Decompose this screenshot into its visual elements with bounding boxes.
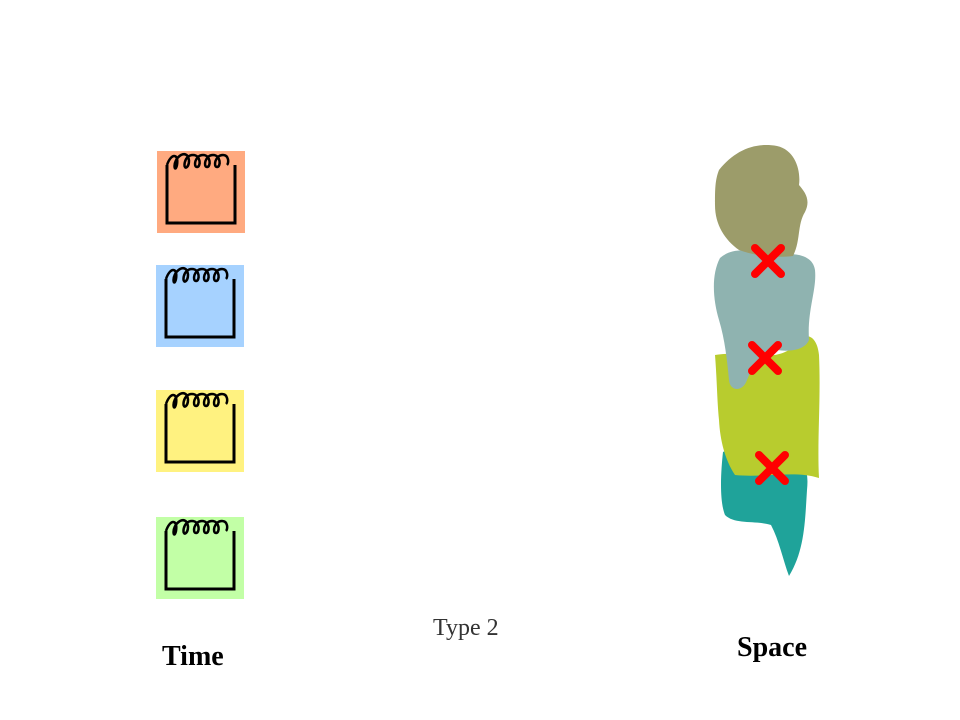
calendar-icon-1	[157, 151, 245, 233]
type-label: Type 2	[433, 615, 499, 641]
calendar-icon-2	[156, 265, 244, 347]
calendar-icon-3	[156, 390, 244, 472]
calendar-icon	[156, 390, 244, 472]
space-label: Space	[737, 632, 807, 663]
cross-icon	[748, 341, 782, 375]
space-region-stack	[705, 140, 835, 580]
time-label: Time	[162, 641, 224, 672]
cross-icon	[755, 451, 789, 485]
calendar-icon-4	[156, 517, 244, 599]
calendar-icon	[157, 151, 245, 233]
calendar-icon	[156, 517, 244, 599]
space-region-1	[715, 145, 808, 257]
calendar-icon	[156, 265, 244, 347]
cross-icon	[751, 244, 785, 278]
space-region-2	[713, 250, 816, 389]
